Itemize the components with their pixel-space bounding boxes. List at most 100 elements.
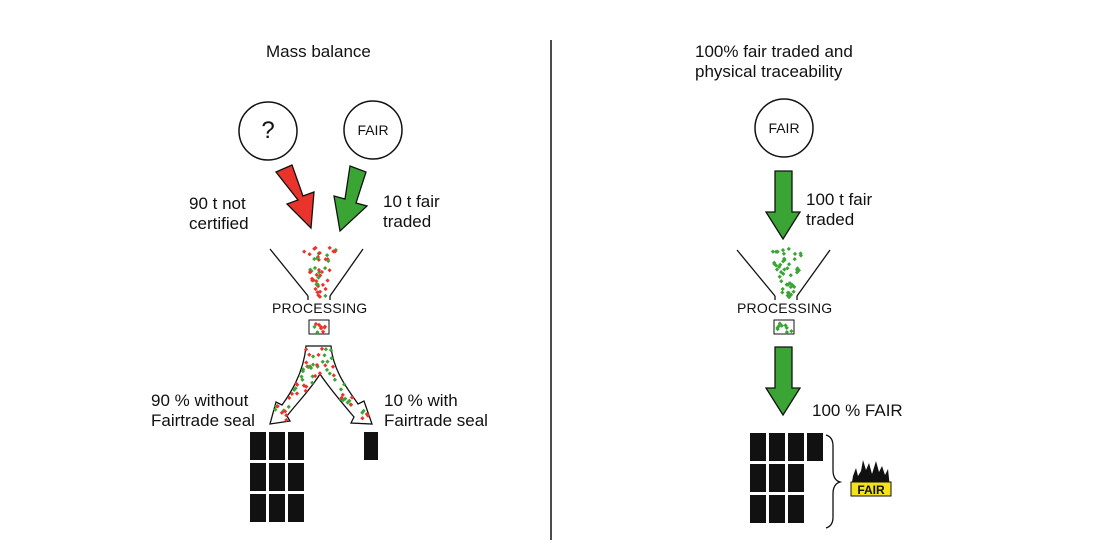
particle (319, 269, 325, 275)
particle (317, 250, 322, 256)
particle (293, 386, 298, 391)
particle (320, 359, 325, 364)
particle (294, 391, 300, 396)
particle (785, 266, 790, 271)
particle (327, 268, 332, 273)
product-block (250, 432, 266, 460)
product-block (788, 464, 804, 492)
particle (307, 352, 312, 357)
seal-text: FAIR (857, 483, 885, 497)
particle (780, 286, 785, 292)
particle (326, 258, 331, 264)
not-certified-arrow (274, 164, 315, 230)
fair-source-circle-right (754, 98, 814, 158)
particle (273, 407, 278, 412)
particle (316, 322, 322, 328)
particle (780, 247, 786, 253)
particle (325, 278, 330, 283)
product-block (750, 433, 766, 461)
particle (320, 282, 326, 288)
fair-source-circle-left (343, 100, 403, 160)
processing-label-right: PROCESSING (737, 300, 833, 316)
product-block (288, 432, 304, 460)
particle (778, 262, 783, 267)
particle (332, 249, 338, 254)
particle (315, 282, 320, 287)
fair-input-label-left: 10 t fair traded (383, 192, 440, 231)
product-block (750, 495, 766, 523)
without-seal-label: 90 % without Fairtrade seal (151, 391, 255, 430)
strip-particles-left (312, 321, 328, 335)
particle (348, 402, 354, 407)
product-block (807, 433, 823, 461)
particle (770, 249, 776, 254)
fair-source-label-right: FAIR (768, 120, 800, 136)
particle (795, 266, 800, 271)
particle (316, 270, 322, 275)
particle (361, 408, 366, 414)
split-particles (273, 346, 371, 423)
particle (788, 284, 793, 290)
particle (313, 286, 318, 292)
particle (323, 286, 328, 292)
particle (789, 328, 794, 334)
right-panel-title: 100% fair traded and physical traceabili… (695, 42, 853, 81)
particle (785, 282, 791, 287)
block-with-seal (364, 432, 378, 460)
particle (327, 371, 332, 376)
particle (784, 329, 790, 335)
fair-source-label-left: FAIR (357, 122, 389, 138)
fair-output-arrow (764, 346, 802, 417)
particle (309, 276, 315, 281)
particle (322, 265, 328, 271)
particle (315, 256, 320, 261)
particle (780, 290, 785, 295)
product-block (288, 494, 304, 522)
particle (312, 265, 318, 271)
particle (324, 367, 330, 373)
fair-input-arrow-right (764, 170, 802, 241)
particle (308, 269, 313, 275)
particle (772, 261, 777, 267)
particle (279, 410, 285, 415)
particle (781, 259, 786, 264)
particle (778, 269, 784, 275)
particle (330, 364, 336, 369)
blocks-fair (750, 433, 823, 523)
particle (303, 347, 309, 352)
left-panel-title: Mass balance (266, 42, 371, 61)
product-block (288, 463, 304, 491)
particle (784, 325, 789, 331)
particle (786, 262, 792, 267)
particle (286, 404, 291, 410)
particle (312, 324, 317, 330)
particle (307, 252, 312, 257)
particle (284, 413, 289, 418)
particle (360, 416, 365, 421)
fair-output-label: 100 % FAIR (812, 401, 903, 420)
particle (328, 347, 334, 353)
particle (310, 380, 315, 385)
particle (313, 321, 319, 327)
not-certified-label: 90 t not certified (189, 194, 249, 233)
particle (331, 373, 336, 378)
particle (775, 249, 780, 254)
particle (792, 251, 798, 257)
particle (777, 321, 782, 326)
particle (287, 395, 292, 401)
particle (316, 267, 322, 273)
particle (313, 373, 318, 379)
product-block (269, 432, 285, 460)
with-seal-label: 10 % with Fairtrade seal (384, 391, 488, 430)
product-block (269, 463, 285, 491)
particle (338, 387, 344, 392)
particle (310, 354, 316, 359)
product-block (250, 494, 266, 522)
fair-input-arrow-left (333, 165, 369, 233)
particle (294, 381, 299, 386)
particle (318, 326, 324, 331)
particle (339, 395, 344, 401)
particle (349, 395, 355, 400)
unknown-source-symbol: ? (261, 117, 275, 144)
